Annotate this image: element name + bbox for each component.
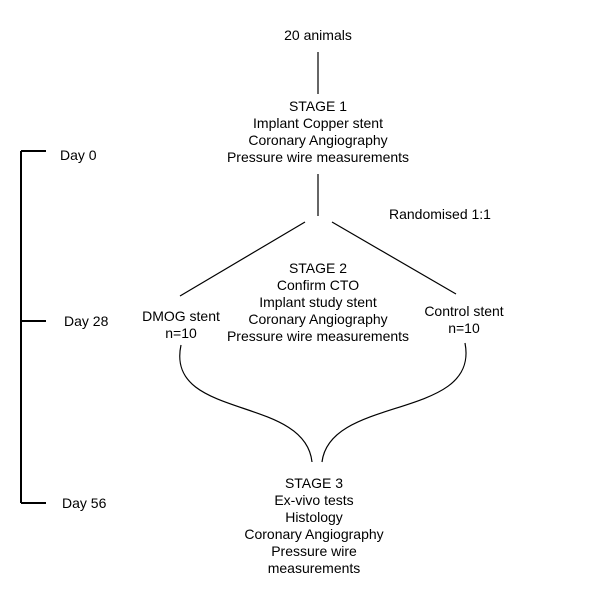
control-arm-name: Control stent [424, 303, 504, 319]
animals-count-label: 20 animals [284, 27, 352, 43]
stage3-title: STAGE 3 [284, 475, 344, 491]
stage3-line: Ex-vivo tests [274, 492, 354, 508]
stage3-line: Coronary Angiography [244, 526, 384, 542]
connector-split-right [331, 221, 457, 295]
stage1-block: STAGE 1 Implant Copper stent Coronary An… [227, 98, 409, 166]
timeline-label-day0: Day 0 [60, 147, 97, 163]
control-arm: Control stent n=10 [424, 303, 503, 337]
stage2-line: Pressure wire measurements [226, 328, 410, 344]
stage1-line: Coronary Angiography [248, 132, 388, 148]
stage3-block: STAGE 3 Ex-vivo tests Histology Coronary… [244, 475, 383, 577]
stage1-line: Implant Copper stent [253, 115, 383, 131]
dmog-arm-name: DMOG stent [142, 308, 220, 324]
connector-split-left [179, 221, 306, 297]
dmog-arm-count: n=10 [165, 325, 197, 341]
stage1-line: Pressure wire measurements [226, 149, 410, 165]
stage2-block: STAGE 2 Confirm CTO Implant study stent … [227, 260, 409, 345]
timeline-label-day56: Day 56 [62, 495, 107, 511]
randomisation-label: Randomised 1:1 [389, 206, 491, 222]
timeline-label-day28: Day 28 [64, 313, 109, 329]
stage2-line: Coronary Angiography [248, 311, 388, 327]
stage3-line: Histology [285, 509, 343, 525]
connector-right-arm-stage3 [321, 342, 467, 463]
dmog-arm: DMOG stent n=10 [142, 308, 220, 342]
stage3-line: measurements [267, 560, 361, 576]
stage2-line: Implant study stent [259, 294, 377, 310]
stage2-title: STAGE 2 [288, 260, 348, 276]
stage2-line: Confirm CTO [276, 277, 360, 293]
stage1-title: STAGE 1 [288, 98, 348, 114]
stage3-line: Pressure wire [271, 543, 357, 559]
connector-left-arm-stage3 [179, 344, 313, 463]
control-arm-count: n=10 [448, 320, 480, 336]
